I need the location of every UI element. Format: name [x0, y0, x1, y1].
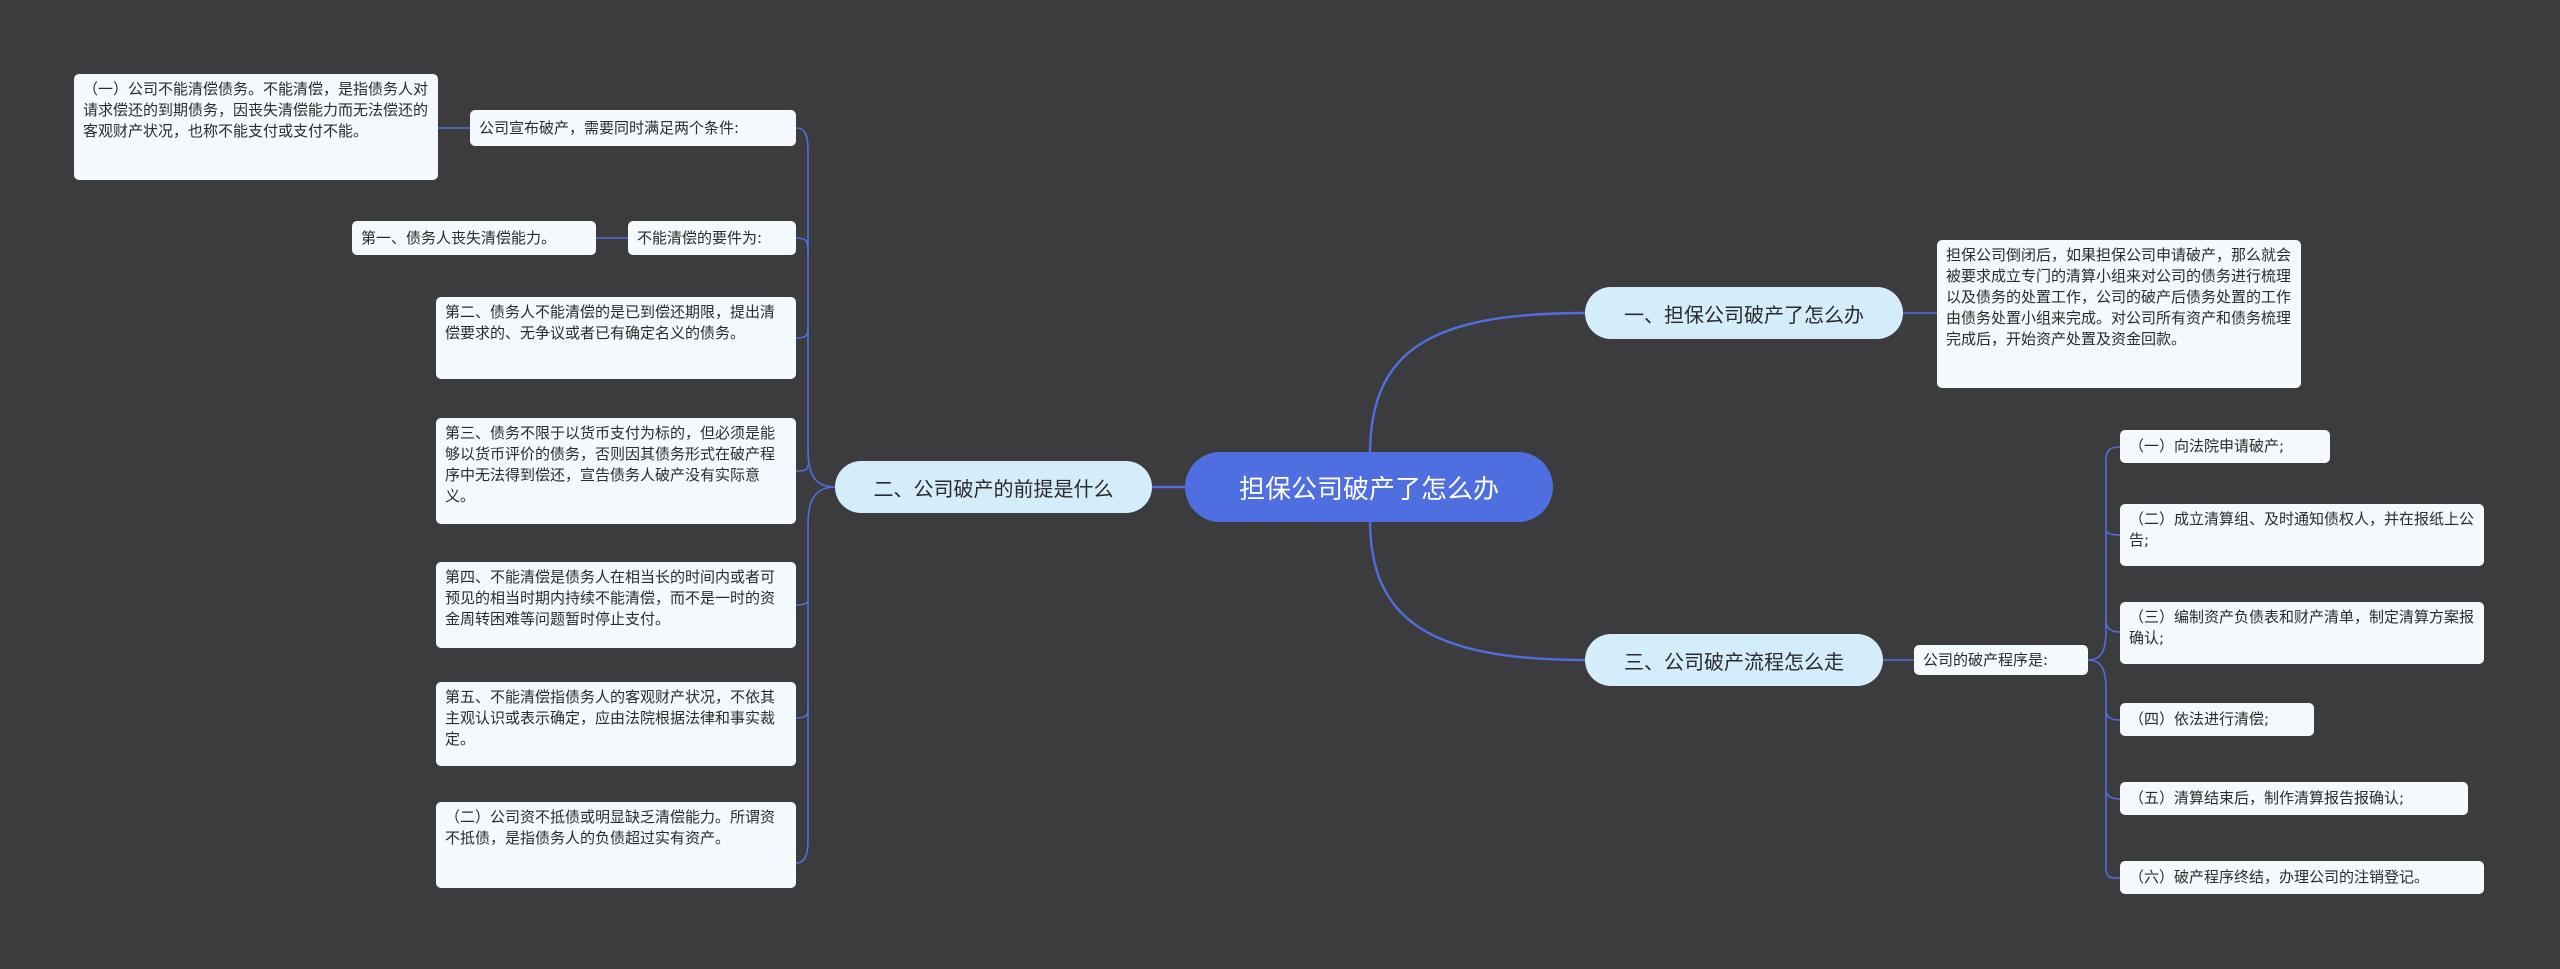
step-4[interactable]: （四）依法进行清偿; [2120, 703, 2314, 736]
requirement-5-text: 第五、不能清偿指债务人的客观财产状况，不依其主观认识或表示确定，应由法院根据法律… [445, 688, 776, 748]
procedure-label-node[interactable]: 公司的破产程序是: [1914, 645, 2088, 675]
condition-1-detail-text: （一）公司不能清偿债务。不能清偿，是指债务人对请求偿还的到期债务，因丧失清偿能力… [83, 80, 429, 140]
branch-3-topic[interactable]: 三、公司破产流程怎么走 [1585, 634, 1883, 686]
branch-1-detail-text: 担保公司倒闭后，如果担保公司申请破产，那么就会被要求成立专门的清算小组来对公司的… [1946, 246, 2292, 348]
step-6-text: （六）破产程序终结，办理公司的注销登记。 [2129, 868, 2430, 886]
requirement-5[interactable]: 第五、不能清偿指债务人的客观财产状况，不依其主观认识或表示确定，应由法院根据法律… [436, 682, 796, 766]
branch-2-topic[interactable]: 二、公司破产的前提是什么 [835, 461, 1152, 513]
requirement-4[interactable]: 第四、不能清偿是债务人在相当长的时间内或者可预见的相当时期内持续不能清偿，而不是… [436, 562, 796, 648]
condition-1-detail[interactable]: （一）公司不能清偿债务。不能清偿，是指债务人对请求偿还的到期债务，因丧失清偿能力… [74, 74, 438, 180]
branch-1-topic[interactable]: 一、担保公司破产了怎么办 [1585, 287, 1903, 339]
branch-1-label: 一、担保公司破产了怎么办 [1624, 302, 1864, 327]
condition-2-detail[interactable]: （二）公司资不抵债或明显缺乏清偿能力。所谓资不抵债，是指债务人的负债超过实有资产… [436, 802, 796, 888]
branch-1-detail[interactable]: 担保公司倒闭后，如果担保公司申请破产，那么就会被要求成立专门的清算小组来对公司的… [1937, 240, 2301, 388]
requirement-1-text: 第一、债务人丧失清偿能力。 [361, 228, 557, 247]
step-2-text: （二）成立清算组、及时通知债权人，并在报纸上公告; [2129, 510, 2475, 549]
root-topic[interactable]: 担保公司破产了怎么办 [1185, 452, 1553, 522]
requirement-4-text: 第四、不能清偿是债务人在相当长的时间内或者可预见的相当时期内持续不能清偿，而不是… [445, 568, 776, 628]
step-3[interactable]: （三）编制资产负债表和财产清单，制定清算方案报确认; [2120, 602, 2484, 664]
step-4-text: （四）依法进行清偿; [2129, 710, 2270, 728]
condition-2-detail-text: （二）公司资不抵债或明显缺乏清偿能力。所谓资不抵债，是指债务人的负债超过实有资产… [445, 808, 776, 847]
requirement-3[interactable]: 第三、债务不限于以货币支付为标的，但必须是能够以货币评价的债务，否则因其债务形式… [436, 418, 796, 524]
branch-3-label: 三、公司破产流程怎么走 [1624, 649, 1844, 674]
condition-label: 公司宣布破产，需要同时满足两个条件: [479, 118, 740, 137]
step-6[interactable]: （六）破产程序终结，办理公司的注销登记。 [2120, 861, 2484, 894]
requirement-label: 不能清偿的要件为: [637, 228, 763, 247]
requirement-2-text: 第二、债务人不能清偿的是已到偿还期限，提出清偿要求的、无争议或者已有确定名义的债… [445, 303, 776, 342]
step-2[interactable]: （二）成立清算组、及时通知债权人，并在报纸上公告; [2120, 504, 2484, 566]
branch-2-label: 二、公司破产的前提是什么 [873, 476, 1114, 501]
requirement-3-text: 第三、债务不限于以货币支付为标的，但必须是能够以货币评价的债务，否则因其债务形式… [445, 424, 776, 505]
step-1[interactable]: （一）向法院申请破产; [2120, 430, 2330, 463]
procedure-label: 公司的破产程序是: [1923, 650, 2049, 669]
root-topic-label: 担保公司破产了怎么办 [1238, 474, 1499, 505]
step-3-text: （三）编制资产负债表和财产清单，制定清算方案报确认; [2129, 608, 2475, 647]
step-5-text: （五）清算结束后，制作清算报告报确认; [2129, 789, 2405, 807]
requirement-2[interactable]: 第二、债务人不能清偿的是已到偿还期限，提出清偿要求的、无争议或者已有确定名义的债… [436, 297, 796, 379]
requirement-label-node[interactable]: 不能清偿的要件为: [628, 221, 796, 255]
step-1-text: （一）向法院申请破产; [2129, 437, 2285, 455]
requirement-1[interactable]: 第一、债务人丧失清偿能力。 [352, 221, 596, 255]
condition-label-node[interactable]: 公司宣布破产，需要同时满足两个条件: [470, 110, 796, 146]
step-5[interactable]: （五）清算结束后，制作清算报告报确认; [2120, 782, 2468, 815]
